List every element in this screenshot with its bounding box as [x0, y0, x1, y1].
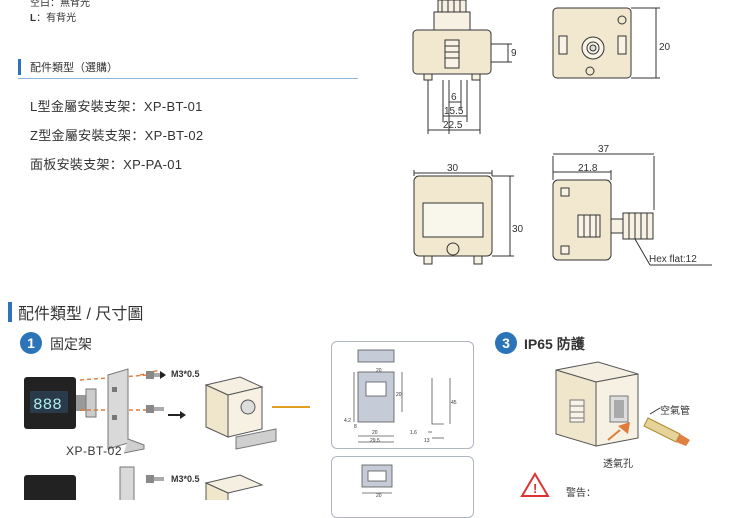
item-1-badge: 1 — [20, 332, 42, 354]
dim-13: 13 — [424, 438, 430, 444]
section-accent-bar — [18, 59, 21, 75]
dimension-drawings: 9 6 15.5 22.5 20 30 30 — [412, 0, 712, 266]
dim-30-height: 30 — [512, 224, 524, 235]
air-tube-label: 空氣管 — [660, 406, 690, 417]
bracket-drawing-panel-2: 20 — [331, 456, 474, 518]
dim-20-bottom: 20 — [372, 430, 378, 436]
title-accent-bar — [8, 302, 12, 322]
front-view — [413, 170, 514, 265]
bracket-dimension-drawing: 20 45 20 4.2 8 20 29.5 1.6 13 — [344, 349, 457, 444]
screw-spec-label-2: M3*0.5 — [171, 474, 200, 484]
svg-text:888: 888 — [33, 396, 62, 414]
vent-arrow-icon — [618, 422, 630, 434]
dim-15-5: 15.5 — [444, 106, 464, 117]
dim-1-6: 1.6 — [410, 430, 417, 436]
bracket-part — [107, 368, 145, 454]
vent-hole-label: 透氣孔 — [603, 459, 633, 470]
dim-22-5: 22.5 — [443, 120, 463, 131]
dim-45: 45 — [451, 400, 457, 406]
types-section-title-text: 配件類型 / 尺寸圖 — [18, 306, 144, 323]
backlight-note-l: L：有背光 — [30, 9, 76, 24]
sensor-unit-2 — [24, 466, 264, 500]
item-3-title: IP65 防護 — [524, 336, 585, 352]
dim-20: 20 — [659, 42, 671, 53]
rear-view-top — [552, 7, 660, 79]
warning-label: 警告： — [566, 488, 596, 499]
dim-20-lower: 20 — [376, 493, 382, 499]
screw-icon — [146, 371, 164, 413]
svg-text:!: ! — [533, 481, 537, 496]
dim-20-top: 20 — [376, 368, 382, 374]
types-section-title: 配件類型 / 尺寸圖 — [8, 300, 144, 324]
bracket-dimension-drawing-2: 20 — [361, 464, 393, 499]
backlight-key: L — [30, 13, 37, 24]
screw-spec-label: M3*0.5 — [171, 369, 200, 379]
accessory-section-title: 配件類型（選購） — [30, 62, 118, 74]
arrow-right-icon — [180, 411, 186, 419]
assembled-unit — [204, 376, 277, 450]
side-view-bottom — [552, 153, 712, 266]
dim-8: 8 — [354, 424, 357, 430]
backlight-note-none: 空白：無背光 — [30, 0, 90, 9]
backlight-text: ：有背光 — [36, 13, 77, 24]
ip65-sensor-body — [555, 361, 639, 447]
sensor-unit: 888 — [24, 377, 97, 429]
ip65-illustration — [555, 361, 690, 447]
accessory-item-panel-bracket: 面板安裝支架：XP-PA-01 — [30, 157, 183, 172]
dim-30-width: 30 — [447, 163, 459, 174]
item-3-badge: 3 — [495, 332, 517, 354]
dim-4-2: 4.2 — [344, 418, 351, 424]
air-tube-icon — [643, 417, 690, 446]
dim-29-5: 29.5 — [370, 438, 380, 444]
accessory-section-header: 配件類型（選購） — [18, 58, 358, 79]
item-1-title: 固定架 — [50, 336, 92, 352]
side-view-top — [412, 0, 512, 134]
dim-20-side: 20 — [396, 392, 402, 398]
dim-37: 37 — [598, 144, 610, 155]
dim-hex-flat: Hex flat:12 — [649, 254, 697, 265]
bracket-drawing-panel: 20 45 20 4.2 8 20 29.5 1.6 13 — [331, 341, 474, 449]
warning-icon: ! — [520, 472, 550, 497]
dim-9: 9 — [511, 48, 517, 59]
dim-6: 6 — [451, 92, 457, 103]
accessory-item-l-bracket: L型金屬安裝支架：XP-BT-01 — [30, 99, 203, 114]
bracket-code-label: XP-BT-02 — [66, 444, 123, 458]
bracket-illustration: 888 — [24, 368, 310, 500]
dim-21-8: 21.8 — [578, 163, 598, 174]
accessory-item-z-bracket: Z型金屬安裝支架：XP-BT-02 — [30, 128, 204, 143]
